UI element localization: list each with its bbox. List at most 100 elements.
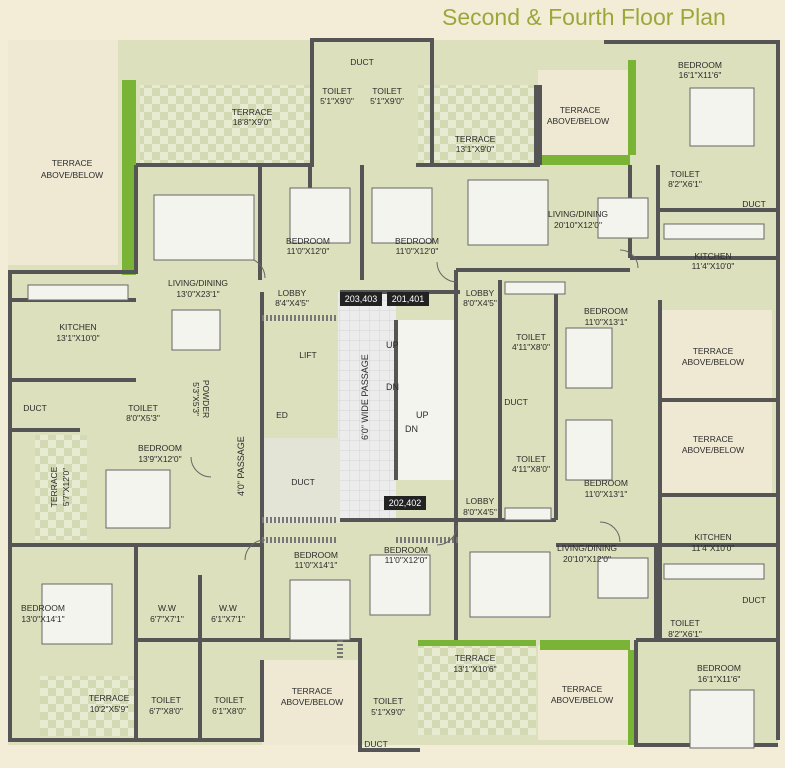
sub-terrace-ab-e1: ABOVE/BELOW bbox=[682, 357, 744, 367]
dim-kitchen-ne: 11'4"X10'0" bbox=[692, 261, 735, 271]
dim-toilet-ne: 8'2"X6'1" bbox=[668, 179, 702, 189]
duct-bottom: DUCT bbox=[364, 739, 388, 749]
stair-up-2: UP bbox=[416, 410, 429, 420]
label-terrace-w-vert: TERRACE bbox=[49, 466, 59, 507]
label-bedroom-ne: BEDROOM bbox=[678, 60, 722, 70]
dim-bedroom-se: 16'1"X11'6" bbox=[698, 674, 741, 684]
label-bedroom-e2: BEDROOM bbox=[584, 478, 628, 488]
label-toilet-top-a: TOILET bbox=[322, 86, 352, 96]
label-terrace-sw: TERRACE bbox=[89, 693, 130, 703]
stair-area bbox=[396, 320, 456, 480]
terrace-top-mid-area bbox=[418, 85, 536, 165]
core-labels: 6'0" WIDE PASSAGE 4'0" PASSAGE UP DN UP … bbox=[236, 340, 429, 496]
label-toilet-ne: TOILET bbox=[670, 169, 700, 179]
stair-up-1: UP bbox=[386, 340, 399, 350]
furniture bbox=[27, 87, 765, 749]
label-living-ne: LIVING/DINING bbox=[548, 209, 608, 219]
label-ed: ED bbox=[276, 410, 288, 420]
dim-living-ne: 20'10"X12'0" bbox=[554, 220, 602, 230]
dim-ww-2: 6'1"X7'1" bbox=[211, 614, 245, 624]
sub-terrace-ab-s2: ABOVE/BELOW bbox=[551, 695, 613, 705]
label-terrace-ab-e1: TERRACE bbox=[693, 346, 734, 356]
duct-labels: DUCT DUCT DUCT DUCT bbox=[350, 57, 766, 749]
label-living-w: LIVING/DINING bbox=[168, 278, 228, 288]
dim-bedroom-e2: 11'0"X13'1" bbox=[585, 489, 628, 499]
passage-side-label: 4'0" PASSAGE bbox=[236, 436, 246, 496]
label-powder: POWDER bbox=[201, 380, 211, 418]
walls bbox=[8, 38, 780, 752]
label-duct-c: DUCT bbox=[291, 477, 315, 487]
label-bedroom-n2: BEDROOM bbox=[395, 236, 439, 246]
passage-area bbox=[338, 292, 396, 520]
wall-bands bbox=[262, 315, 458, 660]
label-bedroom-e1: BEDROOM bbox=[584, 306, 628, 316]
label-toilet-top-b: TOILET bbox=[372, 86, 402, 96]
dim-toilet-w: 8'0"X5'3" bbox=[126, 413, 160, 423]
label-lift: LIFT bbox=[299, 350, 316, 360]
label-bedroom-s2: BEDROOM bbox=[384, 545, 428, 555]
duct-ne: DUCT bbox=[742, 199, 766, 209]
dim-toilet-e2: 4'11"X8'0" bbox=[512, 464, 550, 474]
flat-tag-1: 203,403 bbox=[345, 294, 378, 304]
label-kitchen-ne: KITCHEN bbox=[694, 251, 731, 261]
dim-lobby-s: 8'0"X4'5" bbox=[463, 507, 497, 517]
label-terrace-ab-e2: TERRACE bbox=[693, 434, 734, 444]
dim-toilet-top-a: 5'1"X9'0" bbox=[320, 96, 354, 106]
label-bedroom-sw: BEDROOM bbox=[21, 603, 65, 613]
dim-toilet-sw2: 6'1"X8'0" bbox=[212, 706, 246, 716]
dim-toilet-e1: 4'11"X8'0" bbox=[512, 342, 550, 352]
label-toilet-sw1: TOILET bbox=[151, 695, 181, 705]
terrace-ab-e2-area bbox=[660, 402, 772, 494]
terrace-ab-s1-area bbox=[262, 660, 360, 745]
label-ww-2: W.W bbox=[219, 603, 237, 613]
flat-tag-2: 201,401 bbox=[392, 294, 425, 304]
label-toilet-se: TOILET bbox=[670, 618, 700, 628]
stair-dn-2: DN bbox=[405, 424, 418, 434]
dim-bedroom-ne: 16'1"X11'6" bbox=[679, 70, 722, 80]
dim-ww-1: 6'7"X7'1" bbox=[150, 614, 184, 624]
sub-terrace-ab-s1: ABOVE/BELOW bbox=[281, 697, 343, 707]
dim-bedroom-s2: 11'0"X12'0" bbox=[385, 555, 428, 565]
label-bedroom-se: BEDROOM bbox=[697, 663, 741, 673]
label-bedroom-n1: BEDROOM bbox=[286, 236, 330, 246]
dim-toilet-s: 5'1"X9'0" bbox=[371, 707, 405, 717]
dim-toilet-sw1: 6'7"X8'0" bbox=[149, 706, 183, 716]
dim-bedroom-sw: 13'0"X14'1" bbox=[21, 614, 64, 624]
label-ww-1: W.W bbox=[158, 603, 176, 613]
label-terrace-ab-left: TERRACE bbox=[52, 158, 93, 168]
flat-tag-3: 202,402 bbox=[389, 498, 422, 508]
dim-bedroom-w: 13'9"X12'0" bbox=[138, 454, 181, 464]
label-terrace-top-left: TERRACE bbox=[232, 107, 273, 117]
label-duct-w: DUCT bbox=[23, 403, 47, 413]
sub-terrace-ab-left: ABOVE/BELOW bbox=[41, 170, 103, 180]
terrace-w-vert-area bbox=[35, 435, 87, 540]
label-terrace-s-mid: TERRACE bbox=[455, 653, 496, 663]
dim-bedroom-n1: 11'0"X12'0" bbox=[287, 246, 330, 256]
terrace-ab-left-area bbox=[8, 40, 118, 265]
label-kitchen-w: KITCHEN bbox=[59, 322, 96, 332]
dim-bedroom-n2: 11'0"X12'0" bbox=[396, 246, 439, 256]
terrace-s-mid-area bbox=[418, 640, 536, 735]
label-toilet-s: TOILET bbox=[373, 696, 403, 706]
dim-kitchen-w: 13'1"X10'0" bbox=[56, 333, 99, 343]
sub-terrace-ab-e2: ABOVE/BELOW bbox=[682, 445, 744, 455]
terrace-ab-e1-area bbox=[660, 310, 772, 400]
label-lobby-s: LOBBY bbox=[466, 496, 495, 506]
duct-top: DUCT bbox=[350, 57, 374, 67]
label-kitchen-se: KITCHEN bbox=[694, 532, 731, 542]
stair-dn-1: DN bbox=[386, 382, 399, 392]
label-living-se: LIVING/DINING bbox=[557, 543, 617, 553]
dim-bedroom-s1: 11'0"X14'1" bbox=[295, 560, 338, 570]
label-duct-e: DUCT bbox=[504, 397, 528, 407]
dim-living-se: 20'10"X12'0" bbox=[563, 554, 611, 564]
dim-terrace-w-vert: 5'7"X12'0" bbox=[61, 468, 71, 507]
duct-center-area bbox=[262, 438, 340, 523]
label-terrace-ab-s2: TERRACE bbox=[562, 684, 603, 694]
dim-toilet-se: 8'2"X6'1" bbox=[668, 629, 702, 639]
dim-terrace-top-mid: 13'1"X9'0" bbox=[456, 144, 495, 154]
sub-terrace-ab-top: ABOVE/BELOW bbox=[547, 116, 609, 126]
dim-living-w: 13'0"X23'1" bbox=[176, 289, 219, 299]
label-terrace-top-mid: TERRACE bbox=[455, 134, 496, 144]
terrace-ab-top-area bbox=[538, 70, 630, 160]
